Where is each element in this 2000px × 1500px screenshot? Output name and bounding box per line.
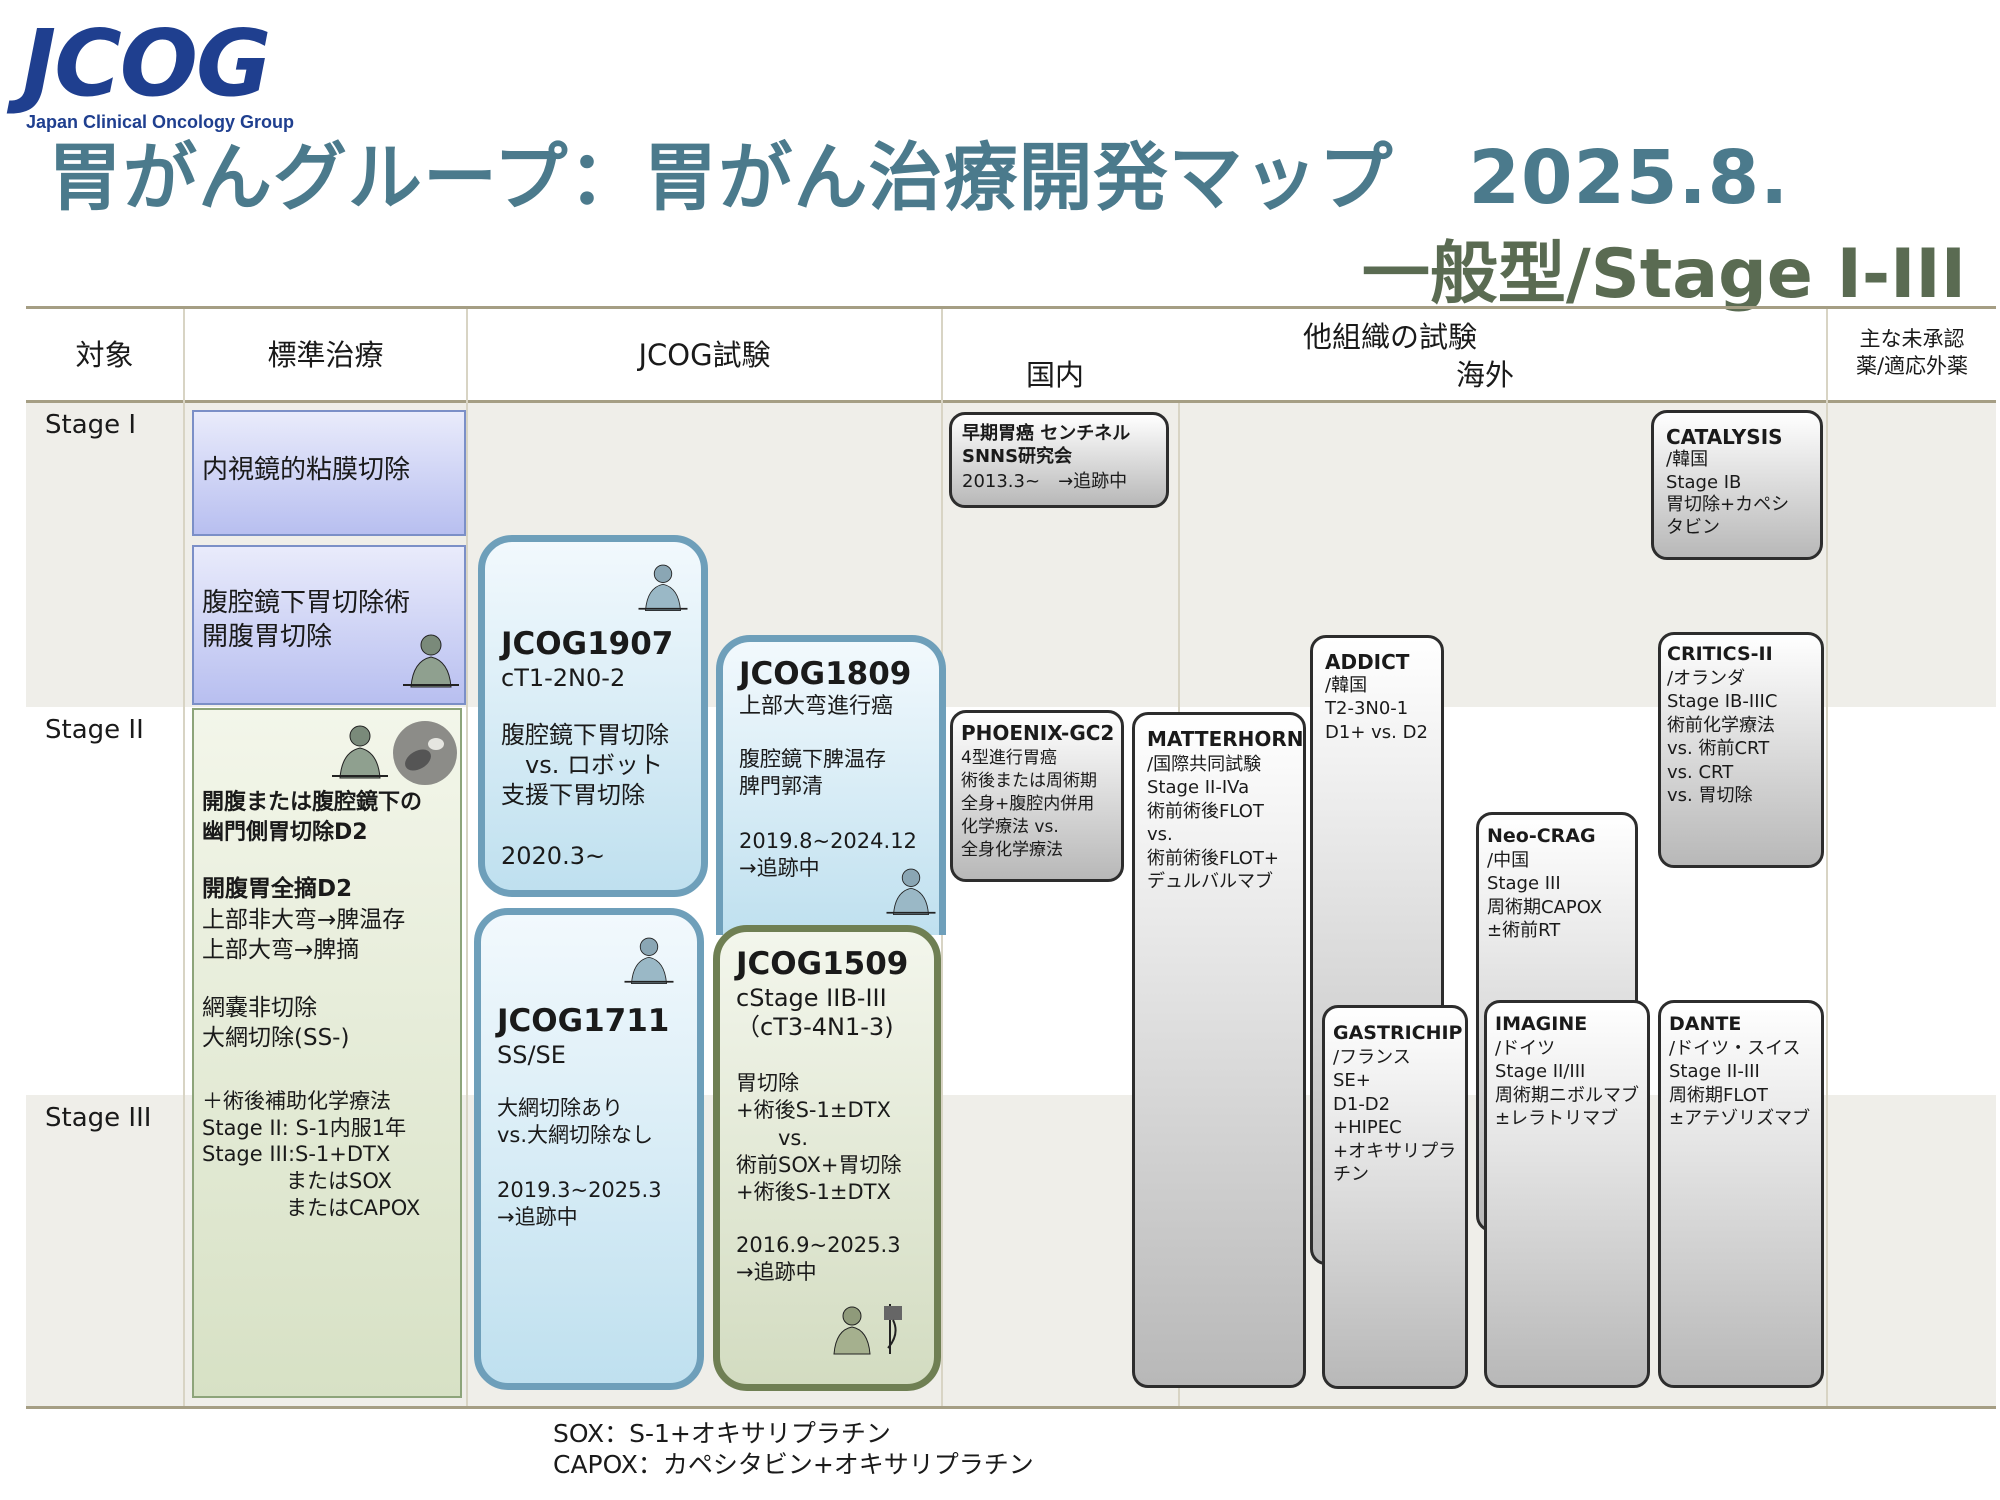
jcog-logo: JCOG Japan Clinical Oncology Group bbox=[22, 10, 322, 133]
header-overseas: 海外 bbox=[1455, 358, 1514, 392]
logo-text: JCOG bbox=[22, 10, 271, 117]
trial-body: /韓国 T2-3N0-1 D1+ vs. D2 bbox=[1325, 675, 1428, 743]
col-divider bbox=[1826, 309, 1828, 1406]
trial-title: 早期胃癌 センチネル SNNS研究会 bbox=[962, 423, 1131, 467]
standard-box-gastrectomy: 開腹または腹腔鏡下の 幽門側胃切除D2 開腹胃全摘D2 上部非大弯→脾温存 上部… bbox=[192, 708, 462, 1398]
trial-imagine[interactable]: IMAGINE /ドイツ Stage II/III 周術期ニボルマブ ±レラトリ… bbox=[1484, 1000, 1650, 1388]
trial-critics-ii[interactable]: CRITICS-II /オランダ Stage IB-IIIC 術前化学療法 vs… bbox=[1658, 632, 1824, 868]
surgeon-icon bbox=[624, 937, 674, 984]
standard-text: 腹腔鏡下胃切除術 開腹胃切除 bbox=[202, 588, 411, 652]
header-unapproved: 主な未承認 薬/適応外薬 bbox=[1855, 327, 1969, 379]
trial-title: ADDICT bbox=[1325, 650, 1410, 674]
header-jcog: JCOG試験 bbox=[638, 338, 771, 372]
trial-jcog1711[interactable]: JCOG1711 SS/SE 大網切除あり vs.大網切除なし 2019.3~2… bbox=[474, 908, 704, 1390]
stage-label: Stage I bbox=[45, 410, 137, 440]
trial-id: JCOG1711 bbox=[497, 1003, 670, 1039]
trial-body: 4型進行胃癌 術後または周術期 全身+腹腔内併用 化学療法 vs. 全身化学療法 bbox=[961, 748, 1097, 860]
trial-jcog1809[interactable]: JCOG1809 上部大弯進行癌 腹腔鏡下脾温存 脾門郭清 2019.8~202… bbox=[716, 635, 946, 935]
trial-body: /中国 Stage III 周術期CAPOX ±術前RT bbox=[1487, 850, 1603, 942]
stage-label: Stage III bbox=[45, 1103, 152, 1133]
trial-title: CATALYSIS bbox=[1666, 425, 1783, 449]
surgeon-icon bbox=[332, 725, 388, 779]
standard-bold-text: 開腹胃全摘D2 bbox=[202, 876, 353, 902]
col-divider bbox=[466, 309, 468, 1406]
trial-title: IMAGINE bbox=[1495, 1013, 1588, 1035]
trial-date: 2019.3~2025.3 →追跡中 bbox=[497, 1178, 662, 1230]
trial-catalysis[interactable]: CATALYSIS /韓国 Stage IB 胃切除+カペシ タビン bbox=[1651, 410, 1823, 560]
col-divider bbox=[183, 309, 185, 1406]
trial-title: CRITICS-II bbox=[1667, 643, 1773, 665]
header-rule bbox=[26, 400, 1996, 403]
standard-text: 内視鏡的粘膜切除 bbox=[202, 455, 411, 485]
bottom-rule bbox=[26, 1406, 1996, 1409]
trial-description: 大網切除あり vs.大網切除なし bbox=[497, 1096, 654, 1148]
trial-jcog1907[interactable]: JCOG1907 cT1-2N0-2 腹腔鏡下胃切除 vs. ロボット 支援下胃… bbox=[478, 535, 708, 897]
standard-text: 上部非大弯→脾温存 上部大弯→脾摘 bbox=[202, 907, 406, 963]
trial-dante[interactable]: DANTE /ドイツ・スイス Stage II-III 周術期FLOT ±アテゾ… bbox=[1658, 1000, 1824, 1388]
trial-subtitle: SS/SE bbox=[497, 1041, 566, 1069]
header-standard: 標準治療 bbox=[267, 338, 384, 372]
surgeon-icon bbox=[638, 564, 688, 611]
trial-description: 胃切除 +術後S-1±DTX vs. 術前SOX+胃切除 +術後S-1±DTX bbox=[736, 1071, 902, 1205]
trial-body: /国際共同試験 Stage II-IVa 術前術後FLOT vs. 術前術後FL… bbox=[1147, 754, 1279, 892]
header-domestic: 国内 bbox=[1025, 358, 1084, 392]
trial-subtitle: 上部大弯進行癌 bbox=[739, 694, 894, 719]
trial-title: GASTRICHIP bbox=[1333, 1022, 1463, 1044]
logo-subtext: Japan Clinical Oncology Group bbox=[26, 112, 295, 132]
trial-title: Neo-CRAG bbox=[1487, 825, 1596, 847]
trial-jcog1509[interactable]: JCOG1509 cStage IIB-III （cT3-4N1-3) 胃切除 … bbox=[713, 925, 941, 1391]
trial-date: 2020.3~ bbox=[501, 842, 606, 870]
trial-phoenix-gc2[interactable]: PHOENIX-GC2 4型進行胃癌 術後または周術期 全身+腹腔内併用 化学療… bbox=[950, 710, 1124, 882]
trial-matterhorn[interactable]: MATTERHORN /国際共同試験 Stage II-IVa 術前術後FLOT… bbox=[1132, 712, 1306, 1388]
trial-description: 腹腔鏡下脾温存 脾門郭清 bbox=[739, 747, 886, 799]
surgeon-icon bbox=[403, 634, 459, 688]
trial-id: JCOG1509 bbox=[736, 946, 909, 982]
trial-body: /韓国 Stage IB 胃切除+カペシ タビン bbox=[1666, 449, 1790, 538]
trial-body: 2013.3~ →追跡中 bbox=[962, 471, 1128, 492]
page-subtitle: 一般型/Stage I-III bbox=[1361, 235, 1966, 314]
pills-icon bbox=[393, 721, 457, 785]
trial-title: DANTE bbox=[1669, 1013, 1742, 1035]
top-rule bbox=[26, 306, 1996, 309]
trial-date: 2019.8~2024.12 →追跡中 bbox=[739, 829, 917, 881]
stage-label: Stage II bbox=[45, 715, 144, 745]
standard-box-laparoscopic: 腹腔鏡下胃切除術 開腹胃切除 bbox=[192, 545, 466, 705]
standard-text: ＋術後補助化学療法 Stage II: S-1内服1年 Stage III:S-… bbox=[202, 1089, 421, 1220]
trial-body: /ドイツ・スイス Stage II-III 周術期FLOT ±アテゾリズマブ bbox=[1669, 1038, 1811, 1130]
trial-body: /フランス SE+ D1-D2 +HIPEC +オキサリプラ チン bbox=[1333, 1047, 1457, 1185]
trial-body: /オランダ Stage IB-IIIC 術前化学療法 vs. 術前CRT vs.… bbox=[1667, 668, 1778, 806]
trial-snns[interactable]: 早期胃癌 センチネル SNNS研究会 2013.3~ →追跡中 bbox=[949, 412, 1169, 508]
trial-id: JCOG1907 bbox=[501, 626, 674, 662]
trial-date: 2016.9~2025.3 →追跡中 bbox=[736, 1233, 901, 1285]
header-other: 他組織の試験 bbox=[1302, 320, 1477, 354]
standard-box-endoscopic: 内視鏡的粘膜切除 bbox=[192, 410, 466, 536]
trial-subtitle: cStage IIB-III （cT3-4N1-3) bbox=[736, 984, 894, 1041]
abbreviation-note: SOX：S-1+オキサリプラチン CAPOX：カペシタビン+オキサリプラチン bbox=[553, 1419, 1034, 1480]
trial-body: /ドイツ Stage II/III 周術期ニボルマブ ±レラトリマブ bbox=[1495, 1038, 1639, 1130]
header-target: 対象 bbox=[75, 338, 134, 372]
page-title: 胃がんグループ：胃がん治療開発マップ 2025.8. bbox=[48, 135, 1790, 221]
surgeon-drip-icon bbox=[833, 1304, 902, 1355]
trial-title: MATTERHORN bbox=[1147, 727, 1304, 751]
trial-gastrichip[interactable]: GASTRICHIP /フランス SE+ D1-D2 +HIPEC +オキサリプ… bbox=[1322, 1005, 1468, 1389]
standard-text: 網嚢非切除 大網切除(SS-) bbox=[202, 995, 350, 1051]
surgeon-icon bbox=[886, 868, 936, 915]
trial-subtitle: cT1-2N0-2 bbox=[501, 664, 626, 692]
trial-title: PHOENIX-GC2 bbox=[961, 721, 1115, 745]
standard-bold-text: 開腹または腹腔鏡下の 幽門側胃切除D2 bbox=[202, 790, 423, 845]
trial-description: 腹腔鏡下胃切除 vs. ロボット 支援下胃切除 bbox=[501, 721, 669, 809]
trial-id: JCOG1809 bbox=[739, 656, 912, 692]
